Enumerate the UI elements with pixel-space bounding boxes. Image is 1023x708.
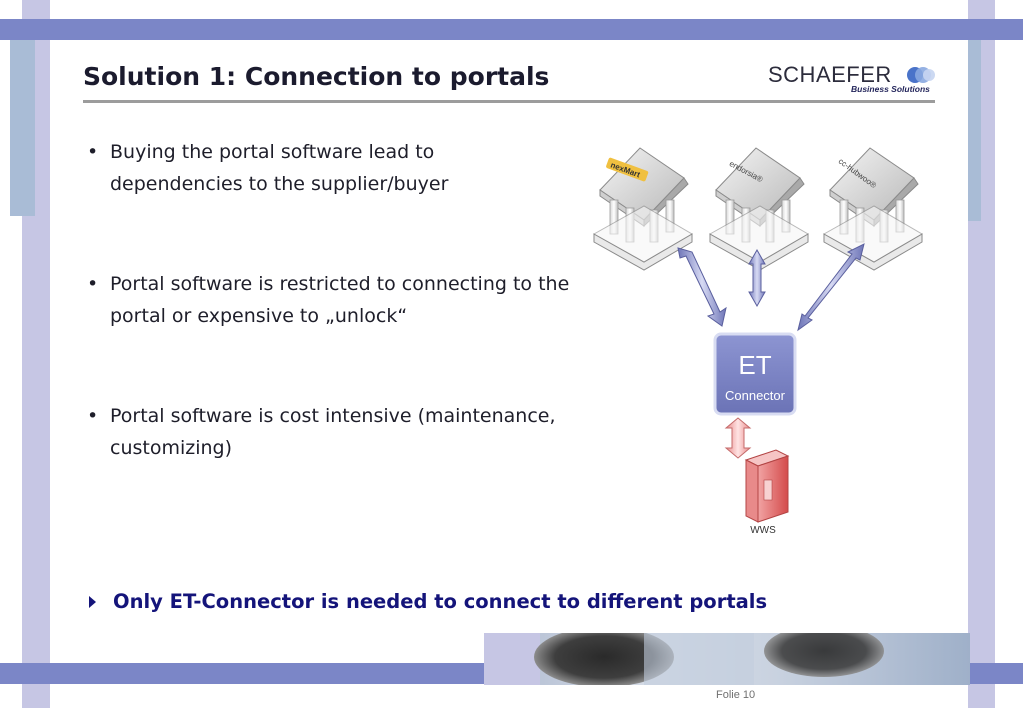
arrow-right-icon bbox=[89, 596, 96, 608]
slide-title: Solution 1: Connection to portals bbox=[83, 62, 550, 91]
connector-title: ET bbox=[738, 350, 771, 380]
decorative-photo-strip bbox=[484, 633, 970, 685]
portal-connection-diagram: nexMart endorsia® cc-hubwoo® ET Connecto… bbox=[593, 147, 923, 536]
et-connector-box: ET Connector bbox=[713, 332, 797, 416]
connector-subtitle: Connector bbox=[725, 388, 786, 403]
frame-left-accent bbox=[10, 40, 35, 216]
frame-top-bar bbox=[0, 19, 1023, 40]
bullet-dot: • bbox=[87, 273, 99, 295]
logo-tagline: Business Solutions bbox=[851, 84, 930, 94]
slide-content-area bbox=[50, 40, 968, 663]
double-arrow-icon bbox=[748, 248, 766, 308]
logo-mark-icon bbox=[907, 67, 935, 83]
slide-number: Folie 10 bbox=[716, 689, 756, 701]
bullet-text: Portal software is restricted to connect… bbox=[110, 273, 570, 327]
bullet-text: Buying the portal software lead to depen… bbox=[110, 141, 449, 195]
portal-nexmart-icon: nexMart bbox=[593, 147, 693, 271]
conclusion-text: Only ET-Connector is needed to connect t… bbox=[113, 590, 768, 613]
server-wws-icon: WWS bbox=[744, 449, 790, 536]
title-divider bbox=[83, 100, 935, 103]
bullet-dot: • bbox=[87, 141, 99, 163]
bullet-text: Portal software is cost intensive (maint… bbox=[110, 405, 556, 459]
double-arrow-icon bbox=[677, 247, 727, 327]
portal-cchubwoo-icon: cc-hubwoo® bbox=[823, 147, 923, 271]
double-arrow-icon bbox=[797, 243, 865, 332]
server-label: WWS bbox=[750, 525, 776, 536]
bullet-dot: • bbox=[87, 405, 99, 427]
logo-wordmark: SCHAEFER bbox=[768, 62, 892, 87]
double-arrow-icon bbox=[724, 417, 752, 459]
portal-endorsia-icon: endorsia® bbox=[709, 147, 809, 271]
